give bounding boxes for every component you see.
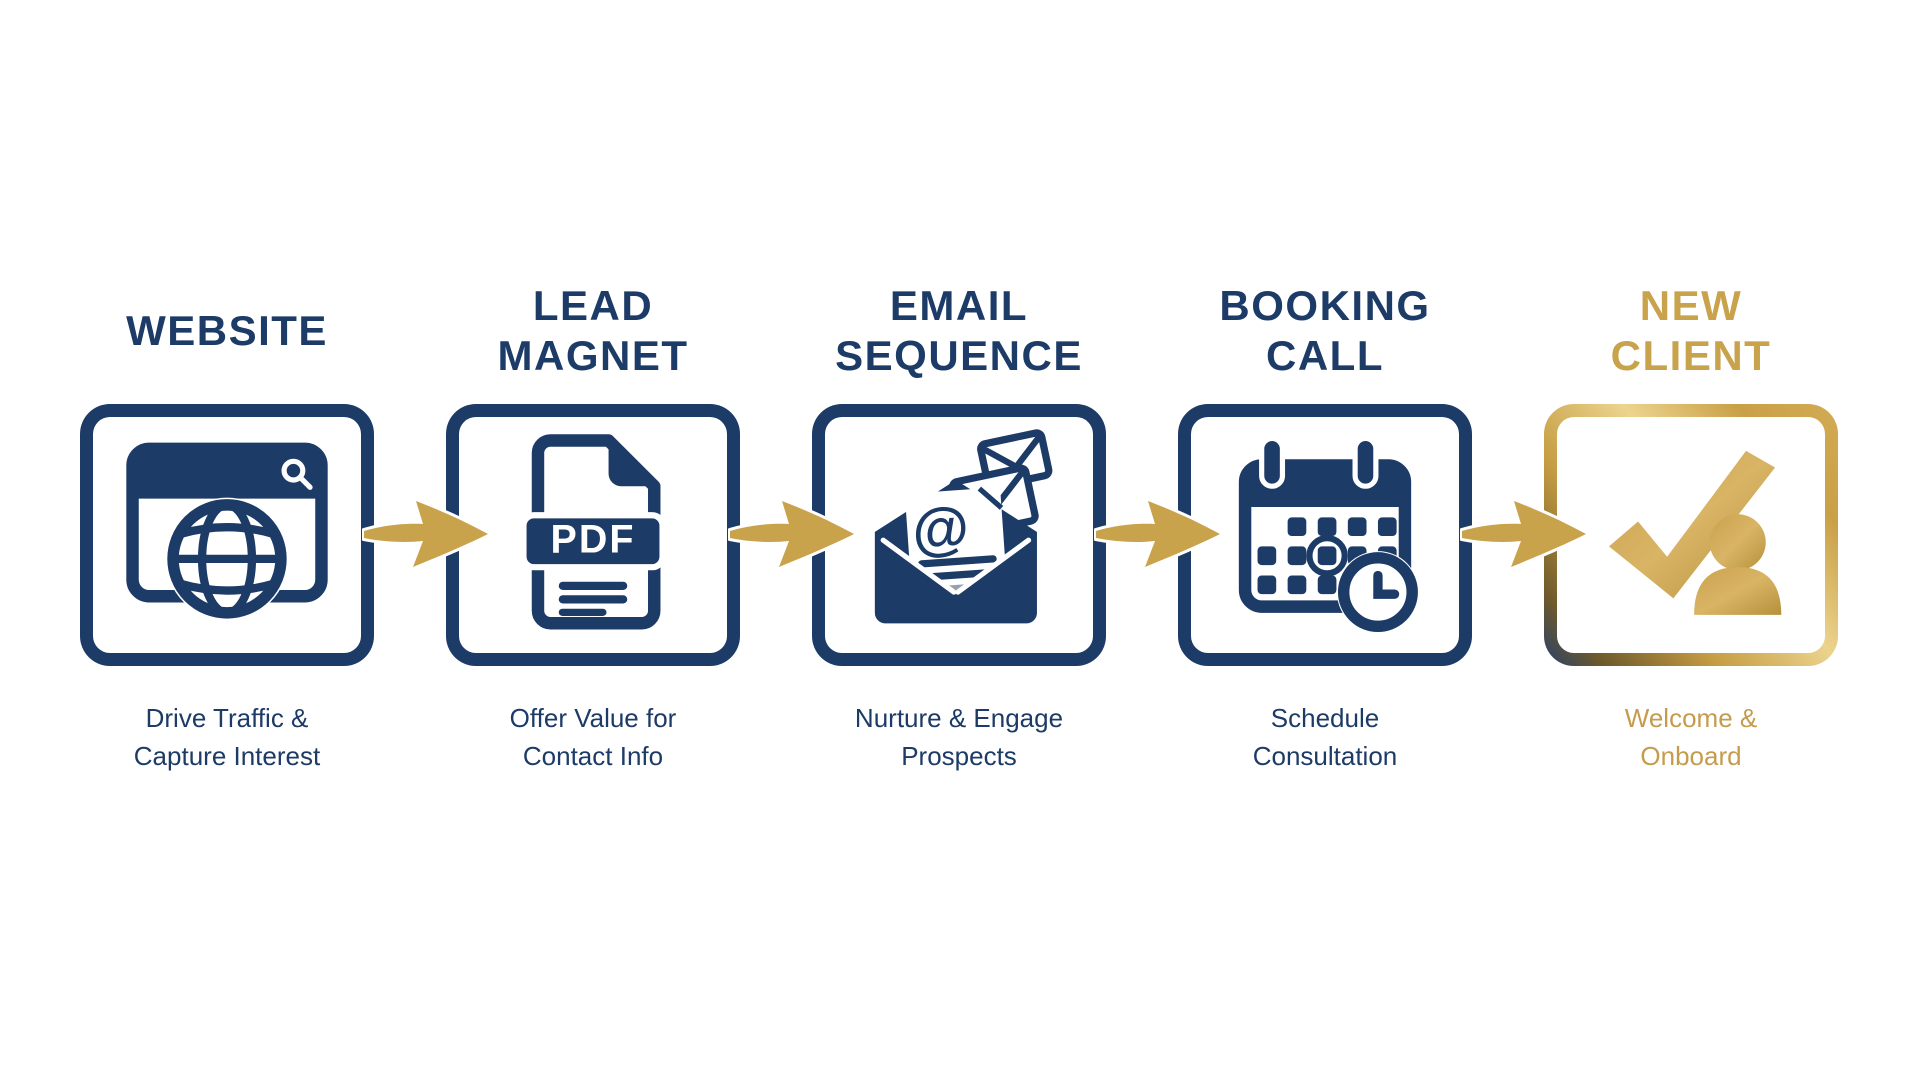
icon-frame: PDF [446, 404, 740, 666]
step-panel-lead-magnet: LEAD MAGNET PDF Offer Value for Contact … [446, 258, 740, 775]
step-subtitle: Welcome & Onboard [1624, 703, 1758, 771]
flow-arrow-icon [1094, 498, 1223, 570]
binder-ring [1352, 435, 1379, 489]
step-panel-booking-call: BOOKING CALL [1178, 258, 1472, 775]
flow-arrow-icon [362, 498, 491, 570]
pdf-badge [520, 512, 666, 571]
check-person-icon [1608, 450, 1782, 615]
email-envelope-icon: @ [874, 429, 1053, 624]
step-subtitle: Offer Value for Contact Info [509, 703, 677, 771]
binder-ring [1259, 435, 1286, 489]
step-subtitle: Schedule Consultation [1252, 703, 1398, 771]
step-title: BOOKING CALL [1219, 282, 1431, 379]
person-icon [1709, 514, 1766, 571]
icon-frame: @ [812, 404, 1106, 666]
envelope-front [874, 531, 1037, 624]
step-panel-new-client: NEW CLIENT Welcome & Onboard [1544, 258, 1838, 775]
step-title: WEBSITE [126, 307, 328, 355]
step-title: LEAD MAGNET [497, 282, 689, 379]
letter: @ [904, 486, 1007, 596]
step-panel-email-sequence: EMAIL SEQUENCE @ [812, 258, 1106, 775]
browser-toolbar [132, 448, 322, 499]
selected-date-circle [1306, 535, 1348, 577]
icon-frame-gold [1544, 404, 1838, 666]
checkmark-icon [1608, 450, 1776, 599]
step-subtitle: Nurture & Engage Prospects [854, 703, 1064, 771]
flow-arrow-icon [1460, 498, 1589, 570]
date-grid [1257, 517, 1397, 595]
pdf-document-icon: PDF [520, 434, 666, 630]
pdf-label: PDF [550, 518, 635, 562]
clock-hands [1373, 570, 1400, 599]
search-icon [281, 458, 306, 483]
calendar-clock-icon [1238, 435, 1419, 634]
step-panel-website: WEBSITE Drive Traffic & Capture Interest [80, 258, 374, 775]
flow-arrow-icon [728, 498, 857, 570]
icon-frame [80, 404, 374, 666]
icon-frame [1178, 404, 1472, 666]
at-symbol: @ [910, 495, 971, 564]
step-title: EMAIL SEQUENCE [835, 282, 1083, 379]
browser-globe-icon [126, 442, 328, 621]
step-title: NEW CLIENT [1610, 282, 1772, 379]
step-subtitle: Drive Traffic & Capture Interest [133, 703, 321, 771]
